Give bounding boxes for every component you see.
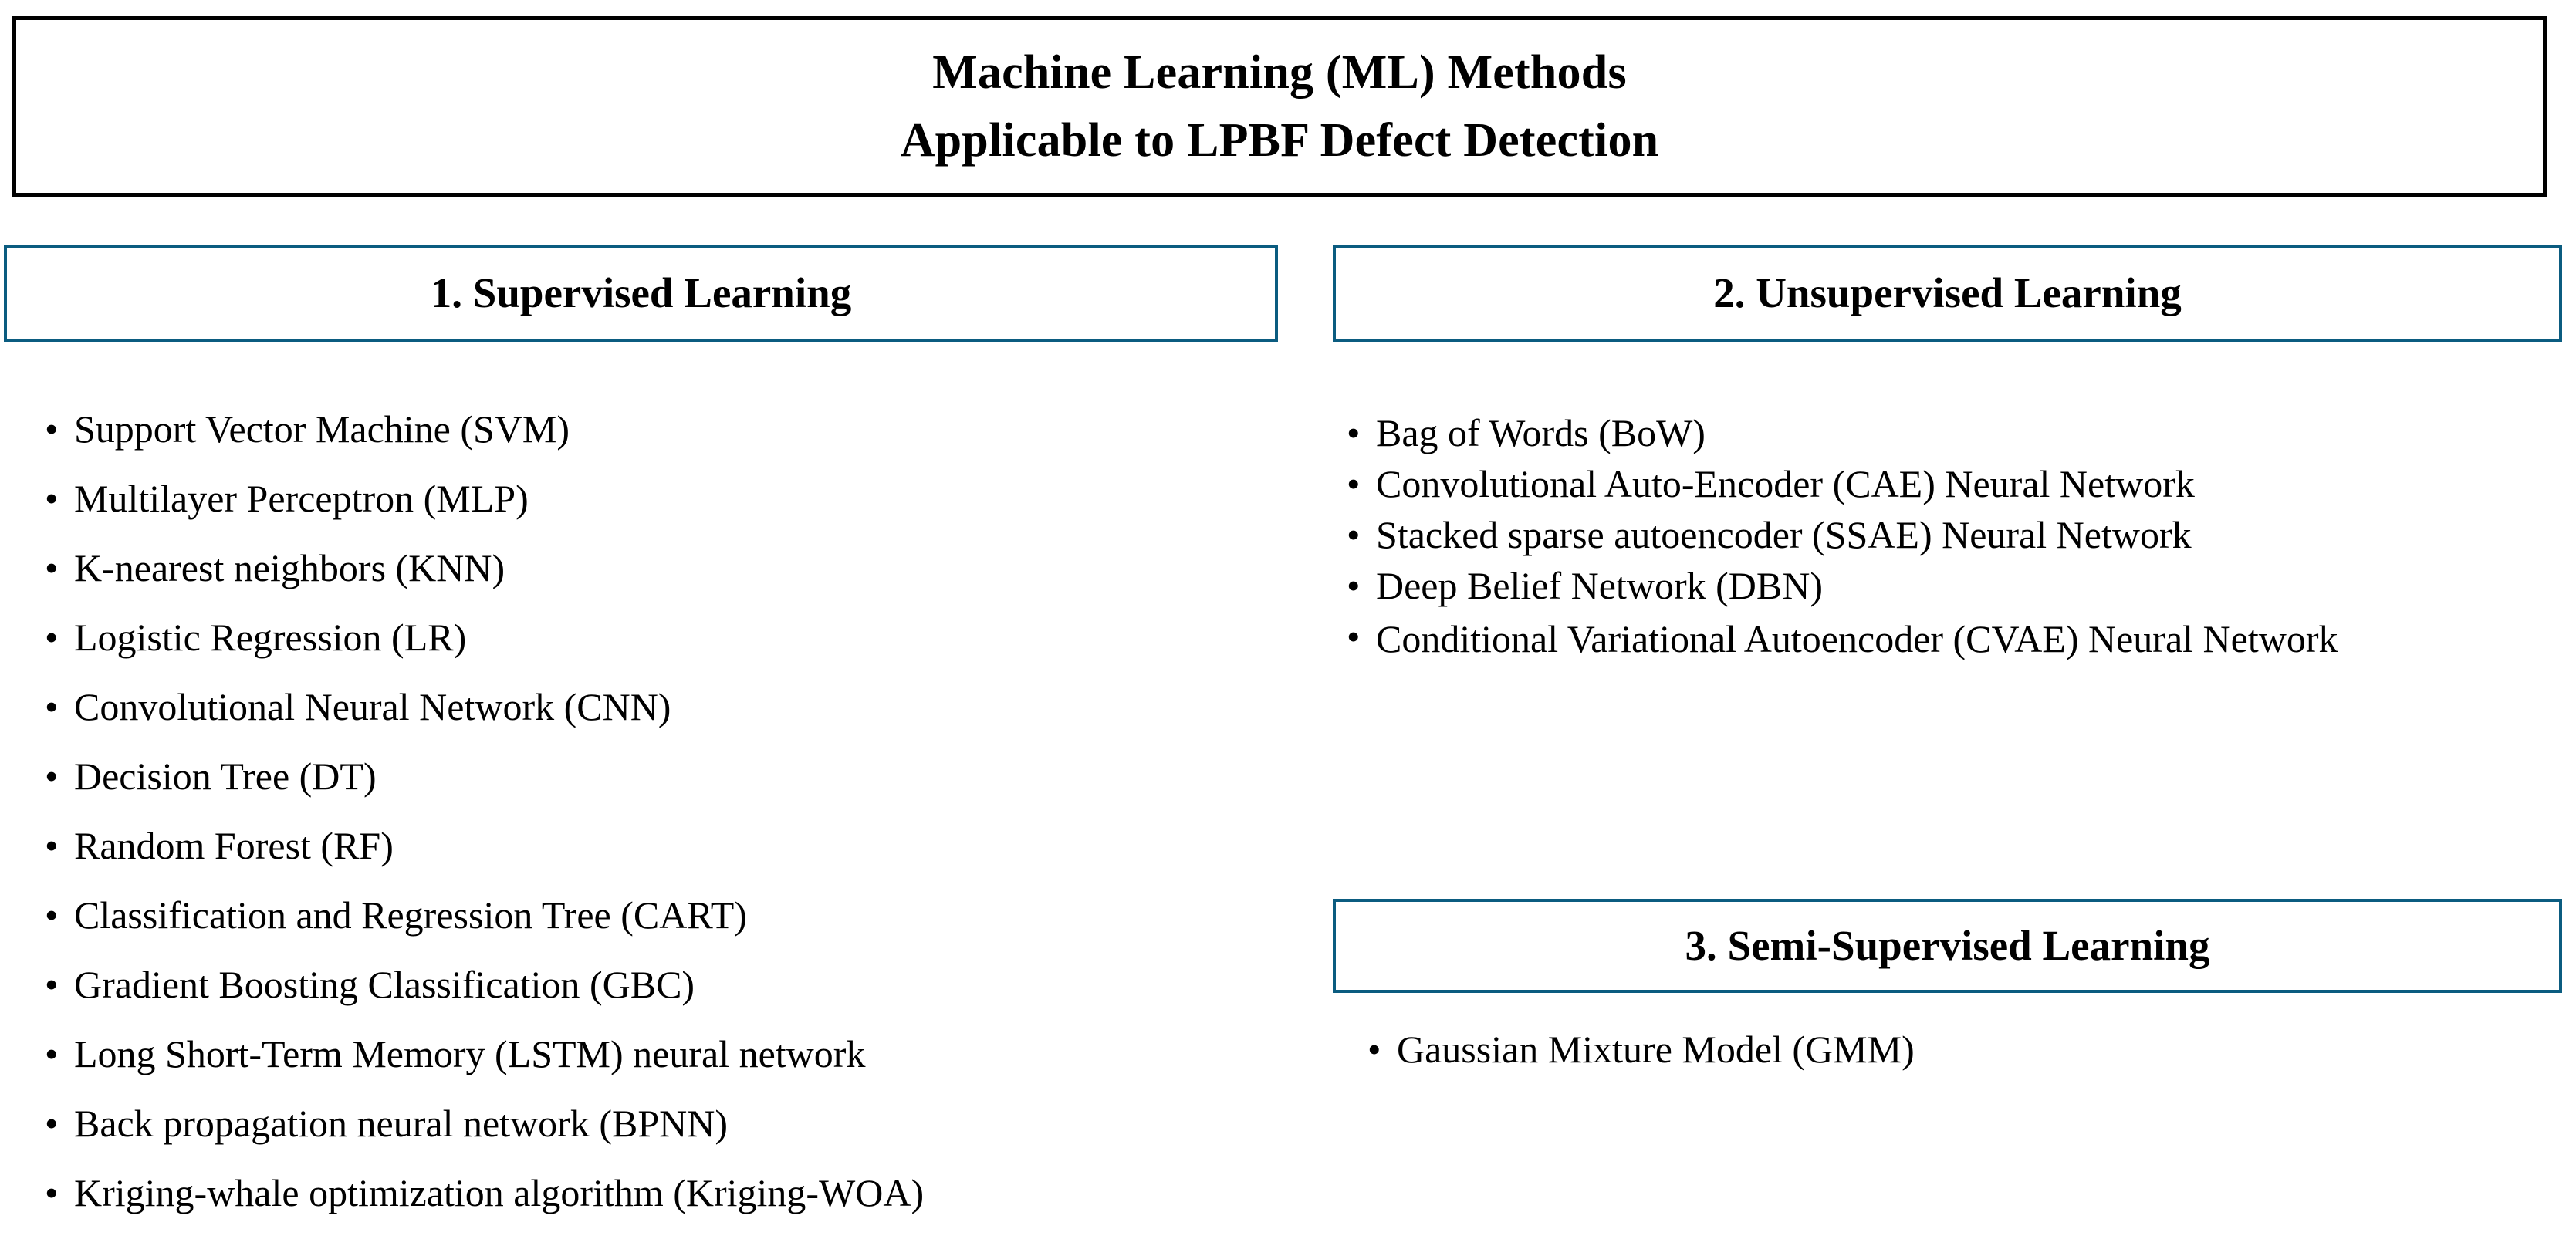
list-item: • Long Short-Term Memory (LSTM) neural n… [45,1035,1280,1104]
list-item-label: Long Short-Term Memory (LSTM) neural net… [74,1032,866,1075]
bullet-icon: • [45,477,59,520]
bullet-icon: • [1347,615,1361,658]
list-item: • Convolutional Neural Network (CNN) [45,687,1280,757]
list-unsupervised-methods: • Bag of Words (BoW) • Convolutional Aut… [1347,414,2558,673]
bullet-icon: • [45,685,59,728]
list-item: • Conditional Variational Autoencoder (C… [1347,617,2558,660]
bullet-icon: • [45,824,59,867]
list-semi-supervised-methods: • Gaussian Mixture Model (GMM) [1367,1030,2525,1069]
bullet-icon: • [1347,411,1361,454]
list-supervised-methods: • Support Vector Machine (SVM) • Multila… [45,410,1280,1243]
list-item-label: Gaussian Mixture Model (GMM) [1397,1028,1915,1071]
list-item: • Back propagation neural network (BPNN) [45,1104,1280,1173]
list-item: • Convolutional Auto-Encoder (CAE) Neura… [1347,464,2558,503]
title-line-2: Applicable to LPBF Defect Detection [900,114,1659,167]
list-item: • Logistic Regression (LR) [45,618,1280,687]
title-banner: Machine Learning (ML) Methods Applicable… [12,16,2547,197]
list-item: • Support Vector Machine (SVM) [45,410,1280,479]
section-header-unsupervised: 2. Unsupervised Learning [1333,245,2562,342]
section-header-supervised: 1. Supervised Learning [4,245,1278,342]
list-item: • Gradient Boosting Classification (GBC) [45,965,1280,1035]
bullet-icon: • [45,755,59,798]
list-item-label: Stacked sparse autoencoder (SSAE) Neural… [1376,513,2192,556]
section-title-unsupervised: 2. Unsupervised Learning [1713,269,2182,316]
list-item-label: Decision Tree (DT) [74,755,377,798]
bullet-icon: • [45,893,59,937]
section-title-supervised: 1. Supervised Learning [430,269,852,316]
list-item-label: Bag of Words (BoW) [1376,411,1706,454]
list-item: • Deep Belief Network (DBN) [1347,566,2558,605]
list-item-label: Random Forest (RF) [74,824,394,867]
bullet-icon: • [45,407,59,451]
bullet-icon: • [45,546,59,589]
list-item: • Decision Tree (DT) [45,757,1280,826]
list-item: • Classification and Regression Tree (CA… [45,896,1280,965]
list-item: • Random Forest (RF) [45,826,1280,896]
list-item: • Multilayer Perceptron (MLP) [45,479,1280,549]
list-item-label: K-nearest neighbors (KNN) [74,546,505,589]
bullet-icon: • [45,1032,59,1075]
list-item: • Stacked sparse autoencoder (SSAE) Neur… [1347,515,2558,554]
list-item-label: Convolutional Auto-Encoder (CAE) Neural … [1376,462,2195,505]
list-item-label: Multilayer Perceptron (MLP) [74,477,529,520]
list-item: • K-nearest neighbors (KNN) [45,549,1280,618]
list-item-label: Support Vector Machine (SVM) [74,407,570,451]
bullet-icon: • [1347,462,1361,505]
list-item: • Bag of Words (BoW) [1347,414,2558,452]
list-item-label: Kriging-whale optimization algorithm (Kr… [74,1171,925,1214]
list-item: • Kriging-whale optimization algorithm (… [45,1173,1280,1243]
bullet-icon: • [1347,564,1361,607]
bullet-icon: • [1347,513,1361,556]
bullet-icon: • [1367,1028,1381,1071]
bullet-icon: • [45,616,59,659]
list-item-label: Convolutional Neural Network (CNN) [74,685,671,728]
title-line-1: Machine Learning (ML) Methods [932,46,1627,99]
list-item-label: Logistic Regression (LR) [74,616,467,659]
bullet-icon: • [45,963,59,1006]
section-header-semi-supervised: 3. Semi-Supervised Learning [1333,899,2562,993]
list-item-label: Classification and Regression Tree (CART… [74,893,747,937]
list-item-label: Deep Belief Network (DBN) [1376,564,1823,607]
list-item-label: Conditional Variational Autoencoder (CVA… [1376,617,2338,660]
section-title-semi-supervised: 3. Semi-Supervised Learning [1685,922,2210,969]
bullet-icon: • [45,1171,59,1214]
list-item-label: Back propagation neural network (BPNN) [74,1102,728,1145]
list-item: • Gaussian Mixture Model (GMM) [1367,1030,2525,1069]
bullet-icon: • [45,1102,59,1145]
list-item-label: Gradient Boosting Classification (GBC) [74,963,695,1006]
